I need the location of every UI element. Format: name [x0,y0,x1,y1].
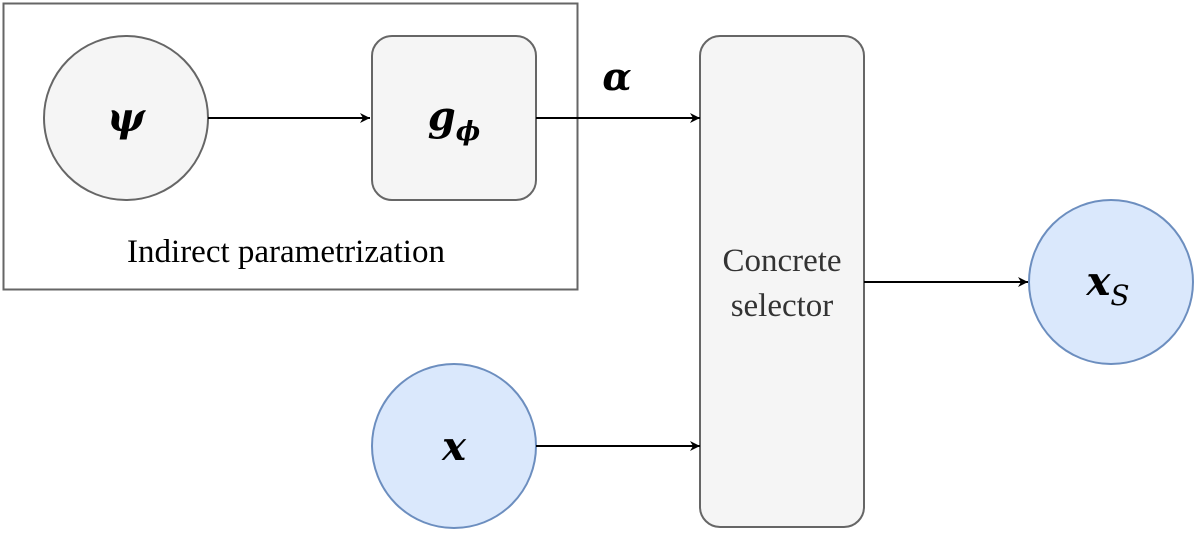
x-s-node-shape [1028,199,1194,365]
x-s-node[interactable]: xS [1028,199,1194,365]
x-s-subscript: S [1110,279,1129,312]
x-s-symbol: x [1085,258,1111,305]
x-symbol: x [441,423,467,470]
group-label: Indirect parametrization [127,234,445,270]
group-frame [2,2,579,291]
g-phi-subscript: ϕ [456,117,480,147]
psi-symbol: ψ [107,94,146,141]
g-phi-label: gϕ [428,93,480,147]
alpha-edge-label: α [602,54,631,99]
x-node[interactable]: x [371,363,537,529]
g-phi-symbol: g [428,93,456,140]
g-phi-node[interactable]: gϕ [371,35,537,201]
concrete-selector-shape [699,35,865,528]
concrete-selector-line1: Concrete [722,243,841,279]
concrete-selector-node[interactable]: Concrete selector [699,35,865,528]
x-s-label: xS [1085,258,1129,312]
psi-node[interactable]: ψ [43,35,209,201]
indirect-parametrization-group: Indirect parametrization [2,2,579,291]
concrete-selector-line2: selector [731,288,834,324]
